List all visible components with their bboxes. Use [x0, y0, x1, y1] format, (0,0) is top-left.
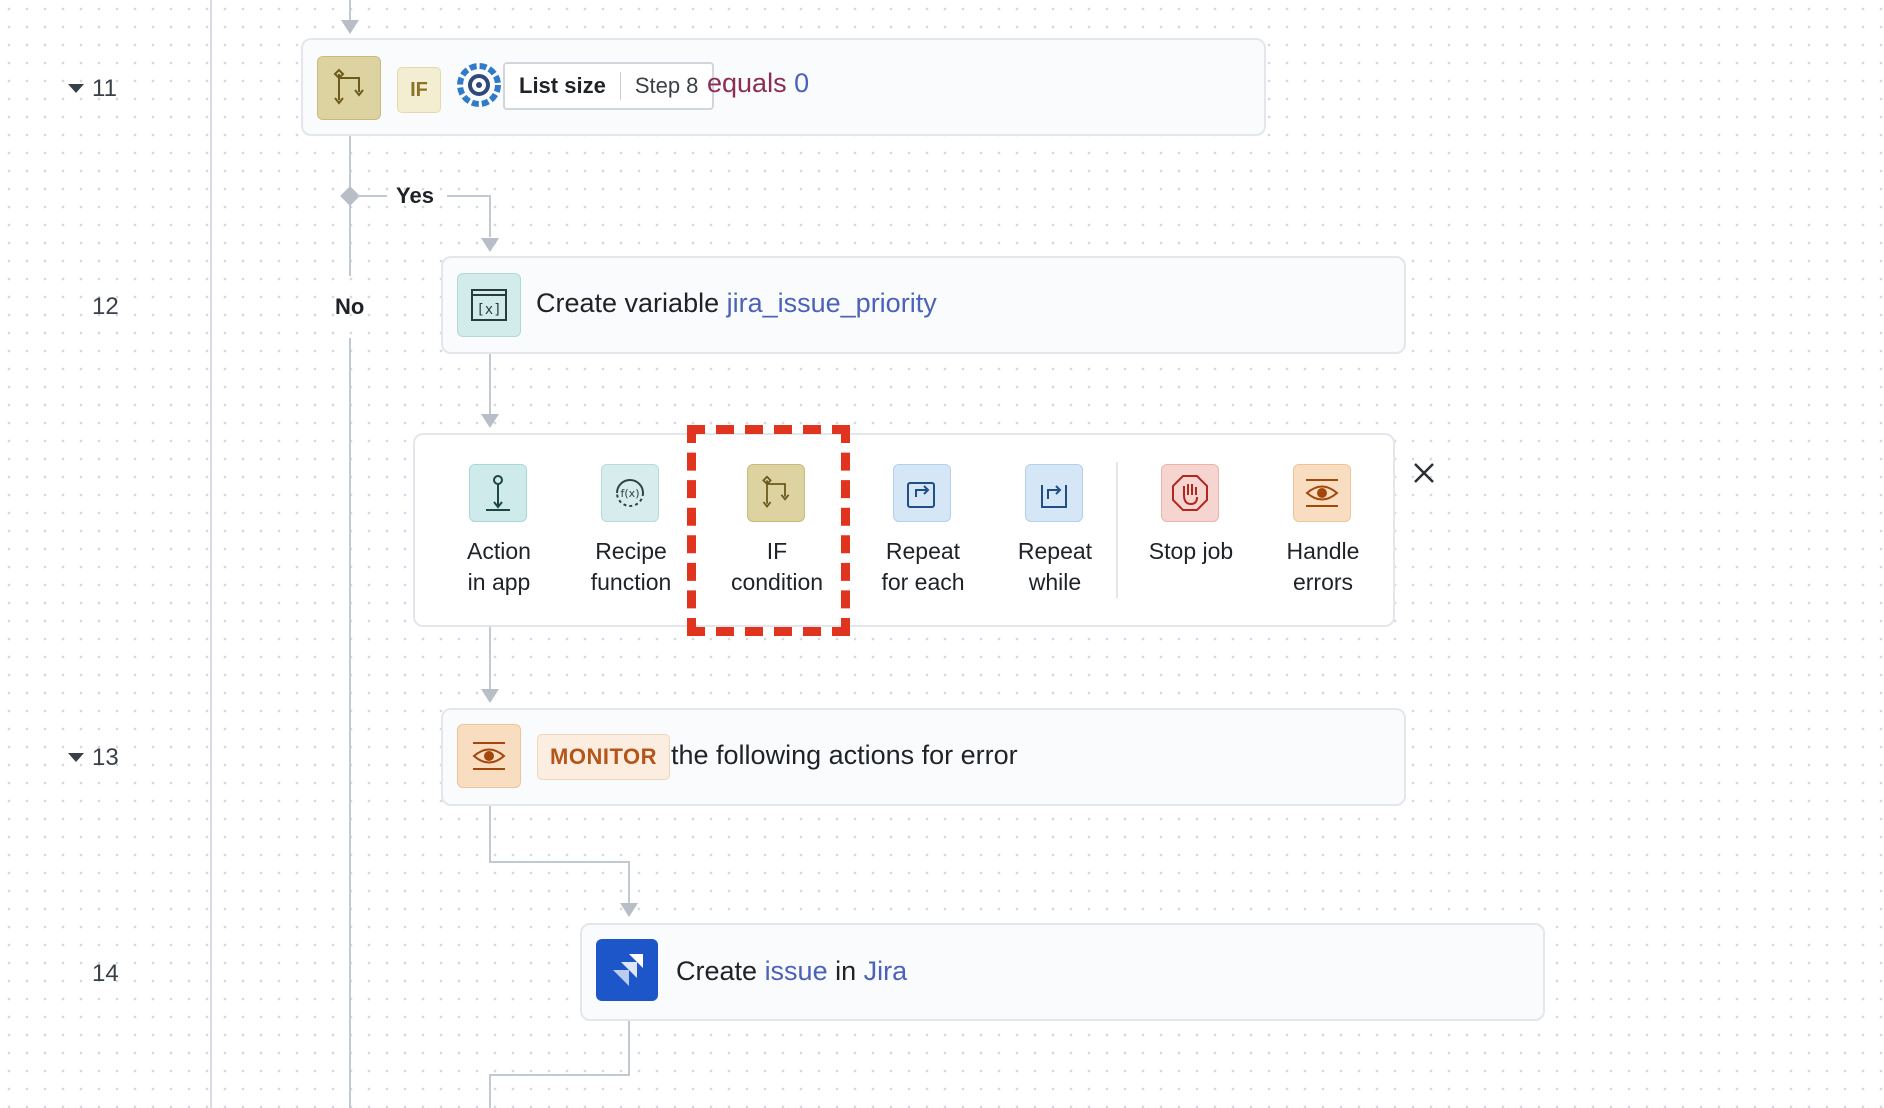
flow-line-picker-13: [489, 625, 491, 689]
line-number-11: 11: [92, 75, 117, 102]
variable-icon: [x]: [457, 273, 521, 337]
recipe-function-icon: f(x): [601, 464, 659, 522]
flow-line-yes: [357, 195, 387, 197]
close-icon[interactable]: [1409, 458, 1439, 488]
repeat-while-icon: [1025, 464, 1083, 522]
flow-arrow: [481, 414, 499, 428]
line-number-14: 14: [92, 960, 119, 987]
object-link[interactable]: issue: [764, 956, 828, 986]
flow-line-no-branch-lower: [349, 338, 351, 1108]
option-label: Stop job: [1148, 538, 1234, 564]
picker-divider: [1116, 462, 1118, 598]
app-link[interactable]: Jira: [863, 956, 908, 986]
step-14-jira-card[interactable]: [580, 923, 1545, 1021]
flow-line-yes-2: [447, 195, 491, 197]
handle-errors-icon: [1293, 464, 1351, 522]
if-condition-highlight: [687, 425, 850, 636]
line-number-12: 12: [92, 293, 119, 320]
operator-text: equals: [707, 68, 787, 98]
line-number-13: 13: [92, 744, 119, 771]
flow-arrow: [341, 20, 359, 34]
branch-yes-label: Yes: [396, 183, 434, 208]
branch-no-label: No: [335, 294, 365, 319]
flow-line-13-14-h: [489, 861, 630, 863]
datapill-label: List size: [519, 73, 606, 98]
flow-line-12-13: [489, 352, 491, 414]
svg-text:[x]: [x]: [476, 302, 501, 318]
if-condition-icon: [747, 464, 805, 522]
gear-app-icon: [456, 62, 502, 108]
list-size-datapill[interactable]: List size Step 8: [503, 62, 715, 110]
step-12-text: Create variable jira_issue_priority: [536, 288, 937, 319]
in-label: in: [835, 956, 857, 986]
repeat-for-each-icon: [893, 464, 951, 522]
condition-expression: equals 0: [707, 68, 809, 99]
flow-arrow: [620, 903, 638, 917]
flow-line-13-14-down: [628, 861, 630, 903]
flow-line-no-branch: [349, 136, 351, 276]
flow-line-14-out-down: [489, 1074, 491, 1108]
flow-line-yes-down: [489, 195, 491, 237]
create-variable-label: Create variable: [536, 288, 720, 318]
if-keyword-badge: IF: [397, 67, 441, 113]
datapill-separator: [619, 72, 621, 100]
stop-job-icon: [1161, 464, 1219, 522]
datapill-step: Step 8: [634, 73, 699, 98]
flow-line-main: [349, 0, 351, 20]
gutter-divider: [210, 0, 212, 1108]
flow-arrow: [481, 238, 499, 252]
variable-name-link[interactable]: jira_issue_priority: [726, 288, 937, 318]
action-in-app-icon: [469, 464, 527, 522]
monitor-eye-icon: [457, 724, 521, 788]
jira-icon: [596, 939, 658, 1001]
collapse-caret-11[interactable]: [68, 84, 84, 93]
monitor-badge: MONITOR: [537, 734, 670, 780]
condition-value: 0: [794, 68, 810, 98]
flow-line-13-14: [489, 802, 491, 862]
step-14-text: Create issue in Jira: [676, 956, 907, 987]
svg-text:f(x): f(x): [621, 487, 640, 500]
flow-line-14-out-h: [489, 1074, 630, 1076]
collapse-caret-13[interactable]: [68, 753, 84, 762]
step-13-text: the following actions for error: [671, 740, 1018, 770]
option-stop-job[interactable]: Stop job: [1126, 435, 1256, 625]
if-branch-icon: [317, 56, 381, 120]
create-label: Create: [676, 956, 758, 986]
flow-line-14-out: [628, 1018, 630, 1075]
flow-arrow: [481, 689, 499, 703]
step-12-variable-card[interactable]: [441, 256, 1406, 354]
step-11-if-card[interactable]: [301, 38, 1266, 136]
